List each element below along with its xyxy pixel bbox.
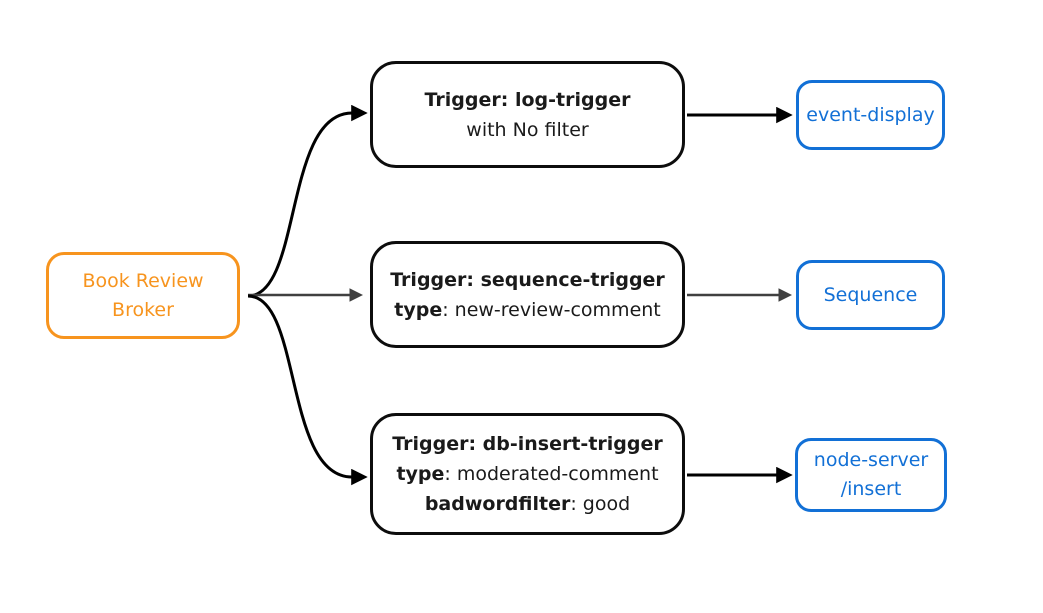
broker-label-line-2: Broker xyxy=(112,298,174,321)
trigger-filter-regular: : good xyxy=(570,493,631,515)
trigger-title-bold: Trigger: log-trigger xyxy=(424,88,631,111)
trigger-title-line: Trigger: sequence-trigger xyxy=(390,265,665,295)
sink-node-node-server-insert: node-server /insert xyxy=(795,438,947,512)
trigger-filter-line: with No filter xyxy=(466,115,588,145)
trigger-filter-line: type: moderated-comment xyxy=(396,459,658,489)
trigger-filter-regular: with No filter xyxy=(466,118,589,141)
trigger-filter-line: type: new-review-comment xyxy=(394,295,661,325)
trigger-node-sequence-trigger: Trigger: sequence-trigger type: new-revi… xyxy=(370,241,685,348)
sink-node-event-display: event-display xyxy=(796,80,945,150)
sink-label-line-1: node-server xyxy=(813,449,929,471)
trigger-title-bold: Trigger: sequence-trigger xyxy=(390,268,665,291)
broker-node: Book Review Broker xyxy=(46,252,240,339)
trigger-title-line: Trigger: log-trigger xyxy=(425,85,631,115)
sink-label-line-2: /insert xyxy=(840,478,902,500)
trigger-node-db-insert-trigger: Trigger: db-insert-trigger type: moderat… xyxy=(370,413,685,535)
trigger-filter-regular: : moderated-comment xyxy=(444,463,659,485)
trigger-filter-bold: badwordfilter xyxy=(424,493,571,515)
trigger-title-bold: Trigger: db-insert-trigger xyxy=(392,433,663,455)
trigger-filter-bold: type xyxy=(396,463,445,485)
sink-label: Sequence xyxy=(823,283,918,306)
trigger-filter-bold: type xyxy=(394,298,443,321)
sink-node-sequence: Sequence xyxy=(796,260,945,330)
trigger-title-line: Trigger: db-insert-trigger xyxy=(392,429,663,459)
broker-label-line-1: Book Review xyxy=(82,269,204,292)
trigger-filter-line-2: badwordfilter: good xyxy=(425,489,630,519)
trigger-filter-regular: : new-review-comment xyxy=(442,298,661,321)
edge-broker-to-log-trigger xyxy=(247,104,368,298)
sink-label: event-display xyxy=(806,103,935,126)
edge-broker-to-db-insert-trigger xyxy=(247,294,368,486)
trigger-node-log-trigger: Trigger: log-trigger with No filter xyxy=(370,61,685,168)
